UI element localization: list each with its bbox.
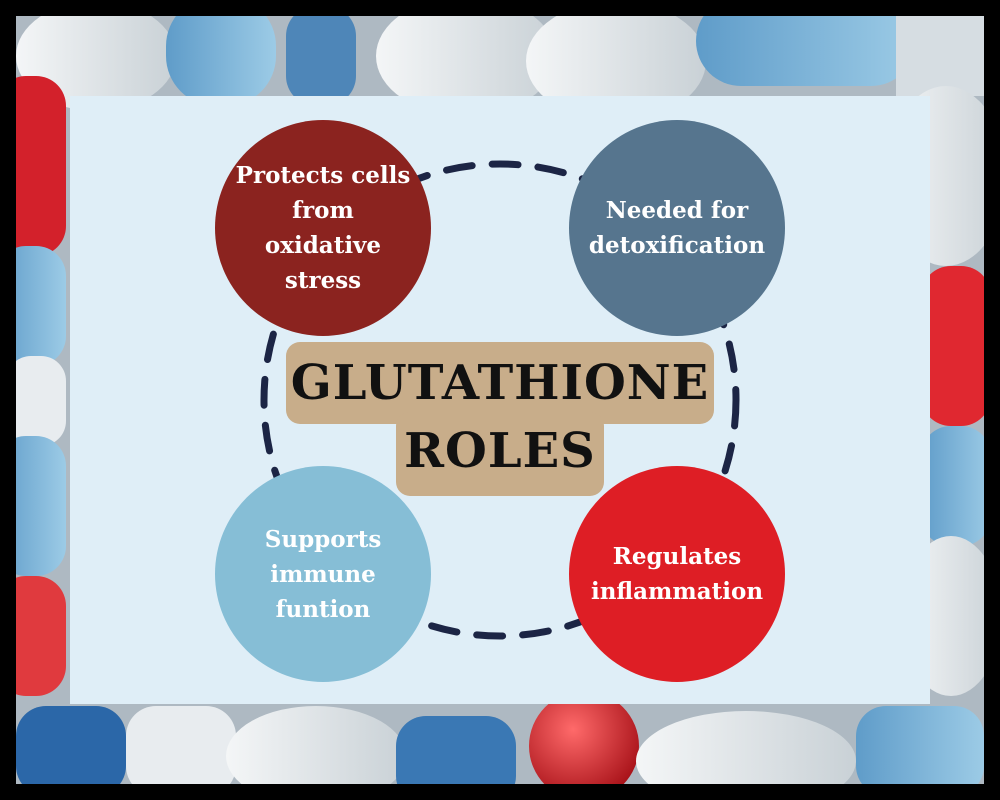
- title-line-1: GLUTATHIONE: [290, 355, 710, 411]
- title-box-bottom: [396, 412, 604, 496]
- title-box-top: [286, 342, 714, 424]
- diagram-title: GLUTATHIONE ROLES: [286, 342, 714, 492]
- node-line: Regulates: [612, 543, 742, 570]
- node-protects-cells: Protects cells from oxidative stress: [215, 120, 431, 336]
- title-line-2: ROLES: [404, 423, 596, 479]
- node-line: detoxification: [588, 232, 766, 259]
- node-line: oxidative: [264, 232, 382, 259]
- node-line: from: [292, 197, 354, 224]
- node-detoxification: Needed for detoxification: [569, 120, 785, 336]
- node-line: inflammation: [590, 578, 764, 605]
- node-line: funtion: [275, 595, 371, 623]
- node-line: Protects cells: [235, 162, 411, 189]
- node-line: Supports: [264, 525, 382, 553]
- node-line: stress: [284, 267, 362, 294]
- node-inflammation: Regulates inflammation: [569, 466, 785, 682]
- node-line: immune: [270, 560, 376, 588]
- node-line: Needed for: [605, 197, 749, 224]
- node-immune-function: Supports immune funtion: [215, 466, 431, 682]
